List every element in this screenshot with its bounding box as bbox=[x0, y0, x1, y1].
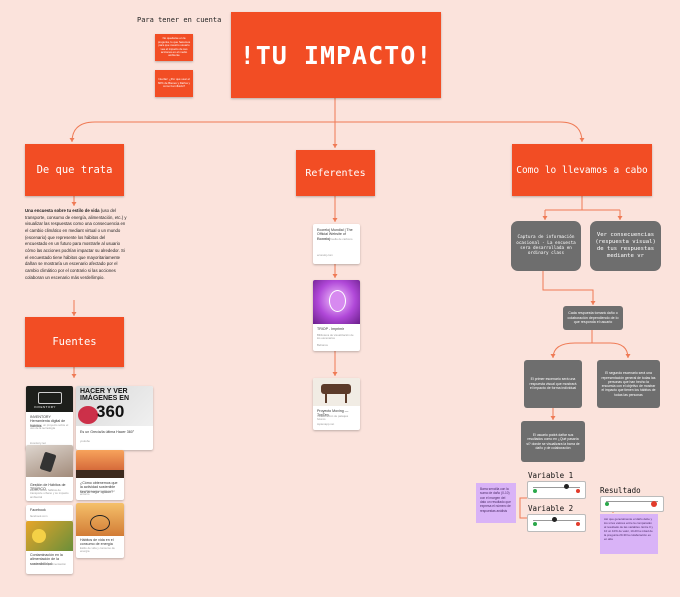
sticky-note-resultado[interactable]: Así que generalmente el daño debe y los … bbox=[600, 514, 658, 554]
referente-card-moving[interactable]: Proyecto Moving — TopTen Visualización d… bbox=[313, 378, 360, 430]
process-ver-consecuencias[interactable]: Ver consecuencias (respuesta visual) de … bbox=[590, 221, 661, 271]
process-captura[interactable]: Captura de información ocasional - La en… bbox=[511, 221, 581, 271]
card-image: INVENTORY bbox=[26, 386, 73, 412]
card-image bbox=[76, 450, 124, 478]
description-text: Una encuesta sobre tu estilo de vida (us… bbox=[25, 208, 127, 280]
resultado-slider[interactable] bbox=[600, 496, 664, 512]
card-image bbox=[76, 503, 124, 536]
main-title-box[interactable]: !TU IMPACTO! bbox=[231, 12, 441, 98]
card-image bbox=[26, 445, 73, 477]
fuentes-card-energia[interactable]: Hábitos de vida en el consumo de energía… bbox=[76, 503, 124, 558]
variable-1-slider[interactable] bbox=[527, 481, 586, 499]
branch-como[interactable]: Como lo llevamos a cabo bbox=[512, 144, 652, 196]
fuentes-card-360[interactable]: HACER Y VER IMÁGENES EN 360 Es un Grecia… bbox=[76, 386, 153, 450]
fuentes-card-inventory[interactable]: INVENTORY INVENTORY Herramienta digital … bbox=[26, 386, 73, 450]
process-primer-escenario[interactable]: El primer escenario será una respuesta v… bbox=[524, 360, 582, 408]
fuentes-card-facebook[interactable]: Facebook facebook.com bbox=[26, 505, 73, 521]
tener-en-cuenta-note-2[interactable]: Interfaz: ¿Por qué usar el 60% de Bienes… bbox=[155, 70, 193, 97]
tener-en-cuenta-note-1[interactable]: No quedarse en la pregunta, lo que hacem… bbox=[155, 34, 193, 61]
fuentes-card-alimentacion[interactable]: Contaminación en la alimentación de la s… bbox=[26, 521, 73, 574]
card-image bbox=[26, 521, 73, 551]
card-image bbox=[313, 280, 360, 324]
resultado-label: Resultado bbox=[600, 486, 641, 495]
card-image bbox=[313, 378, 360, 406]
branch-fuentes[interactable]: Fuentes bbox=[25, 317, 124, 367]
process-cada-respuesta[interactable]: Cada respuesta tomará daño o colaboració… bbox=[563, 306, 623, 330]
fuentes-card-habitos[interactable]: Gestión de Hábitos de TRÁFICO Estudio so… bbox=[26, 445, 73, 501]
branch-de-que-trata[interactable]: De que trata bbox=[25, 144, 124, 196]
referente-card-triop[interactable]: TRIOP - Imprimir Biblioteca de visualiza… bbox=[313, 280, 360, 351]
main-title: !TU IMPACTO! bbox=[239, 40, 433, 70]
variable-2-label: Variable 2 bbox=[528, 504, 574, 513]
variable-2-slider[interactable] bbox=[527, 514, 586, 532]
process-usuario-dana[interactable]: El usuario podrá dañar sus resultados co… bbox=[521, 421, 585, 462]
process-segundo-escenario[interactable]: El segundo escenario será una representa… bbox=[597, 360, 660, 408]
card-image: HACER Y VER IMÁGENES EN 360 bbox=[76, 386, 153, 426]
referente-card-ecoreloj[interactable]: Ecoreloj Mundial | The Official Website … bbox=[313, 224, 360, 264]
sticky-note-left[interactable]: Barra sencilla con la suma de daño (0-10… bbox=[476, 483, 516, 523]
branch-referentes[interactable]: Referentes bbox=[296, 150, 375, 196]
variable-1-label: Variable 1 bbox=[528, 471, 574, 480]
tener-en-cuenta-heading: Para tener en cuenta bbox=[137, 16, 222, 24]
fuentes-card-sostenible[interactable]: ¿Cómo obtenemos que la actividad sosteni… bbox=[76, 450, 124, 500]
